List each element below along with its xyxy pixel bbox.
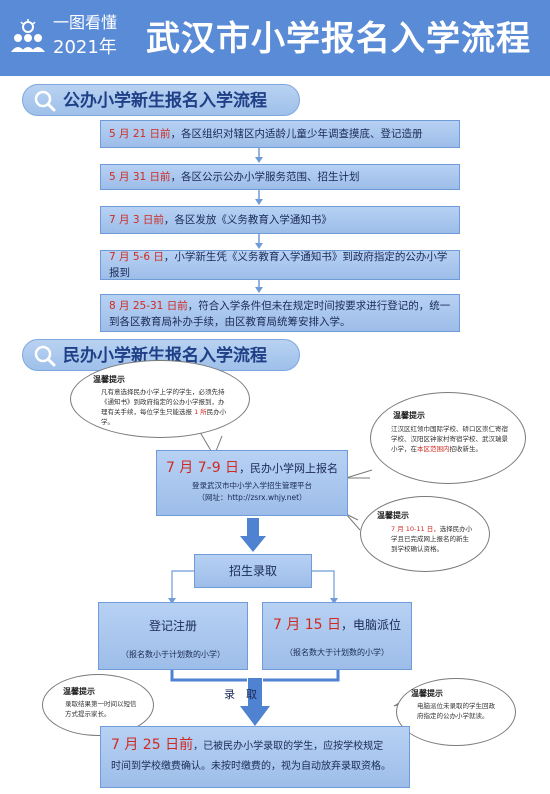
header-year: 2021年 — [53, 37, 117, 58]
step-text: ，各区发放《义务教育入学通知书》 — [163, 214, 332, 226]
magnifier-icon — [34, 345, 56, 367]
tip-title: 温馨提示 — [63, 687, 95, 696]
final-line2: 时间到学校缴费确认。未按时缴费的，视为自动放弃录取资格。 — [111, 761, 391, 772]
private-section-title: 民办小学新生报名入学流程 — [63, 346, 267, 366]
admit-arrow — [170, 670, 340, 726]
online-platform: 登录武汉市中小学入学招生管理平台 — [192, 481, 312, 490]
magnifier-icon — [34, 90, 56, 112]
tip-title: 温馨提示 — [411, 689, 443, 698]
public-step-1: 5 月 21 日前，各区组织对辖区内适龄儿童少年调查摸底、登记造册 — [100, 120, 460, 148]
lottery-title: ，电脑派位 — [341, 618, 402, 632]
online-registration-box: 7 月 7-9 日，民办小学网上报名 登录武汉市中小学入学招生管理平台 （网址：… — [156, 450, 348, 516]
online-date: 7 月 7-9 日 — [165, 460, 240, 476]
down-arrow-icon — [255, 280, 263, 293]
public-step-5: 8 月 25-31 日前，符合入学条件但未在规定时间按要求进行登记的，统一到各区… — [100, 294, 460, 332]
lottery-note: （报名数大于计划数的小学） — [285, 648, 389, 657]
online-label: ，民办小学网上报名 — [239, 462, 339, 475]
public-step-3: 7 月 3 日前，各区发放《义务教育入学通知书》 — [100, 206, 460, 234]
header-banner: 一图看懂 2021年 武汉市小学报名入学流程 — [0, 0, 550, 76]
lottery-date: 7 月 15 日 — [272, 617, 342, 633]
step-date: 7 月 5-6 日 — [109, 251, 164, 263]
tip-highlight: 7 月 10-11 日， — [391, 525, 440, 533]
step-date: 7 月 3 日前 — [109, 214, 164, 226]
down-arrow-icon — [255, 148, 263, 163]
tip-text-a: 凡有意选择民办小学上学的学生，必须先持《通知书》到政府指定的公办小学报到，办理有… — [101, 388, 225, 416]
tip-text: 7 月 10-11 日，选择民办小学且已完成网上报名的新生到学校确认资格。 — [391, 524, 473, 554]
public-section-title: 公办小学新生报名入学流程 — [63, 91, 267, 111]
step-date: 5 月 31 日前 — [109, 171, 171, 183]
down-arrow-icon — [255, 190, 263, 205]
tip-text-body: 选择民办小学且已完成网上报名的新生到学校确认资格。 — [391, 525, 473, 553]
tip-title: 温馨提示 — [393, 411, 425, 420]
tip-text-a: 江汉区红领巾国际学校、硚口区崇仁寄宿学校、汉阳区钟家村寄宿学校、武汉瑞景小学，在 — [391, 425, 508, 453]
tip-bubble-1: 温馨提示 凡有意选择民办小学上学的学生，必须先持《通知书》到政府指定的公办小学报… — [70, 360, 250, 438]
tip-bubble-2: 温馨提示 江汉区红领巾国际学校、硚口区崇仁寄宿学校、汉阳区钟家村寄宿学校、武汉瑞… — [370, 392, 526, 484]
register-box: 登记注册 （报名数小于计划数的小学） — [98, 602, 248, 670]
admit-label: 录 取 — [224, 688, 257, 701]
register-title: 登记注册 — [148, 619, 197, 633]
tip-text-b: 招收新生。 — [449, 445, 483, 453]
final-line1: ，已被民办小学录取的学生，应按学校规定 — [193, 741, 384, 752]
public-step-4: 7 月 5-6 日，小学新生凭《义务教育入学通知书》到政府指定的公办小学报到 — [100, 250, 460, 280]
header-subtitle: 一图看懂 — [53, 13, 118, 32]
tip-bubble-3: 温馨提示 7 月 10-11 日，选择民办小学且已完成网上报名的新生到学校确认资… — [360, 496, 490, 572]
online-url: （网址：http://zsrx.whjy.net） — [197, 493, 307, 502]
tip-title: 温馨提示 — [377, 511, 409, 520]
page-title: 武汉市小学报名入学流程 — [146, 19, 531, 59]
down-arrow-icon — [240, 518, 266, 552]
down-arrow-icon — [255, 234, 263, 249]
tip-bubble-4: 温馨提示 录取结果第一时间以短信方式提示家长。 — [42, 674, 154, 736]
lottery-box: 7 月 15 日，电脑派位 （报名数大于计划数的小学） — [262, 602, 412, 670]
tip-highlight: 1 所 — [194, 408, 207, 416]
public-section-header: 公办小学新生报名入学流程 — [22, 84, 300, 116]
tip-text-b: 民办小学。 — [101, 408, 227, 426]
step-date: 8 月 25-31 日前 — [109, 300, 188, 312]
step-date: 5 月 21 日前 — [109, 128, 171, 140]
tip-bubble-5: 温馨提示 电脑派位未录取的学生回政府指定的公办小学就读。 — [396, 678, 516, 746]
step-text: ，各区组织对辖区内适龄儿童少年调查摸底、登记造册 — [170, 128, 423, 140]
admission-box: 招生录取 — [194, 554, 312, 588]
step-text: ，各区公示公办小学服务范围、招生计划 — [170, 171, 360, 183]
step-text: ，符合入学条件但未在规定时间按要求进行登记的，统一到各区教育局补办手续，由区教育… — [109, 300, 451, 328]
tip-text: 凡有意选择民办小学上学的学生，必须先持《通知书》到政府指定的公办小学报到，办理有… — [101, 387, 229, 427]
tip-title: 温馨提示 — [93, 375, 125, 384]
people-group-icon — [11, 19, 45, 52]
tip-text: 电脑派位未录取的学生回政府指定的公办小学就读。 — [417, 702, 495, 720]
step-text: ，小学新生凭《义务教育入学通知书》到政府指定的公办小学报到 — [109, 251, 448, 279]
register-note: （报名数小于计划数的小学） — [121, 650, 225, 659]
public-step-2: 5 月 31 日前，各区公示公办小学服务范围、招生计划 — [100, 164, 460, 190]
tip-text: 江汉区红领巾国际学校、硚口区崇仁寄宿学校、汉阳区钟家村寄宿学校、武汉瑞景小学，在… — [391, 424, 511, 454]
final-payment-box: 7 月 25 日前，已被民办小学录取的学生，应按学校规定 时间到学校缴费确认。未… — [100, 726, 410, 788]
tip-highlight: 本区范围内 — [417, 445, 450, 453]
tip-text: 录取结果第一时间以短信方式提示家长。 — [65, 700, 137, 718]
final-date: 7 月 25 日前 — [111, 737, 194, 753]
